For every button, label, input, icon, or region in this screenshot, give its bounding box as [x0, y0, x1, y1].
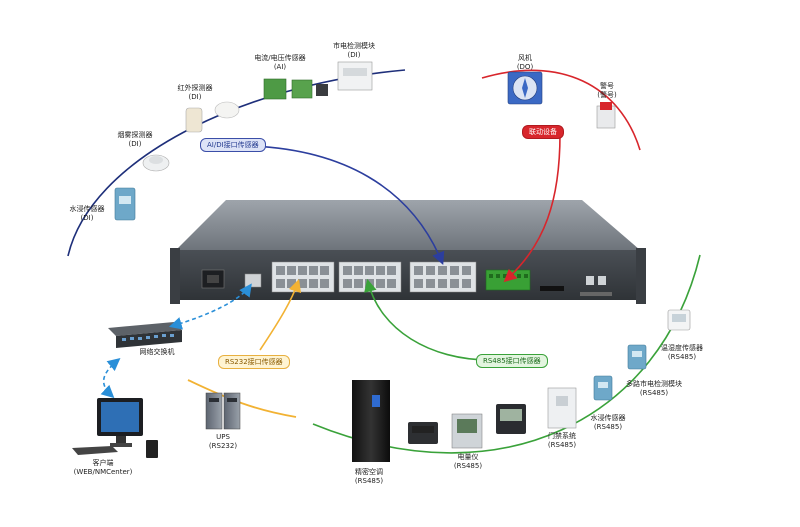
thermostat-icon [667, 309, 691, 331]
fan-icon [507, 71, 543, 105]
power-meter-icon [408, 404, 526, 449]
label-current-voltage: 电流/电压传感器(AI) [254, 54, 306, 71]
computer-icon [72, 398, 158, 458]
label-power-meter: 电量仪(RS485) [453, 453, 483, 470]
label-switch: 网络交换机 [139, 348, 175, 356]
tag-rs232: RS232接口传感器 [218, 355, 290, 369]
rs232-bus [187, 379, 297, 418]
linkage-connector [503, 133, 561, 283]
mains-module-icon [337, 61, 373, 91]
label-access-control: 门禁系统(RS485) [547, 432, 577, 449]
label-water-right: 水浸传感器(RS485) [590, 414, 626, 431]
label-fan: 风机(DO) [516, 54, 534, 71]
switch-to-client-link [100, 357, 121, 399]
label-mains-monitor: 市电检测模块(DI) [333, 42, 375, 59]
ai-di-connector [251, 145, 445, 265]
label-multi-mains: 多路市电检测模块(RS485) [626, 380, 682, 397]
label-client: 客户端(WEB/NMCenter) [73, 459, 133, 476]
current-sensor-icon [263, 78, 328, 100]
siren-icon [596, 102, 616, 129]
label-smoke: 烟雾探测器(DI) [117, 131, 153, 148]
tag-rs485: RS485接口传感器 [476, 354, 548, 368]
smoke-detector-icon [142, 154, 170, 172]
label-temp-humidity: 温湿度传感器(RS485) [661, 344, 703, 361]
ac-cabinet-icon [352, 380, 390, 462]
network-switch-icon [108, 322, 182, 348]
rs485-connector [364, 278, 491, 361]
water-sensor-icon [114, 187, 136, 221]
label-ups: UPS(RS232) [208, 433, 238, 450]
rack-device-icon [170, 200, 646, 304]
sensor-module-icon [593, 344, 647, 401]
ups-icon [205, 392, 241, 430]
label-siren: 警号(警号) [597, 82, 617, 99]
door-access-icon [547, 387, 577, 429]
label-water-left: 水浸传感器(DI) [69, 205, 105, 222]
infrared-detector-icon [185, 101, 240, 133]
rs232-connector [259, 278, 302, 351]
tag-ai-di: AI/DI接口传感器 [200, 138, 266, 152]
label-precision-ac: 精密空调(RS485) [354, 468, 384, 485]
label-infrared: 红外探测器(DI) [177, 84, 213, 101]
tag-linkage: 联动设备 [522, 125, 564, 139]
